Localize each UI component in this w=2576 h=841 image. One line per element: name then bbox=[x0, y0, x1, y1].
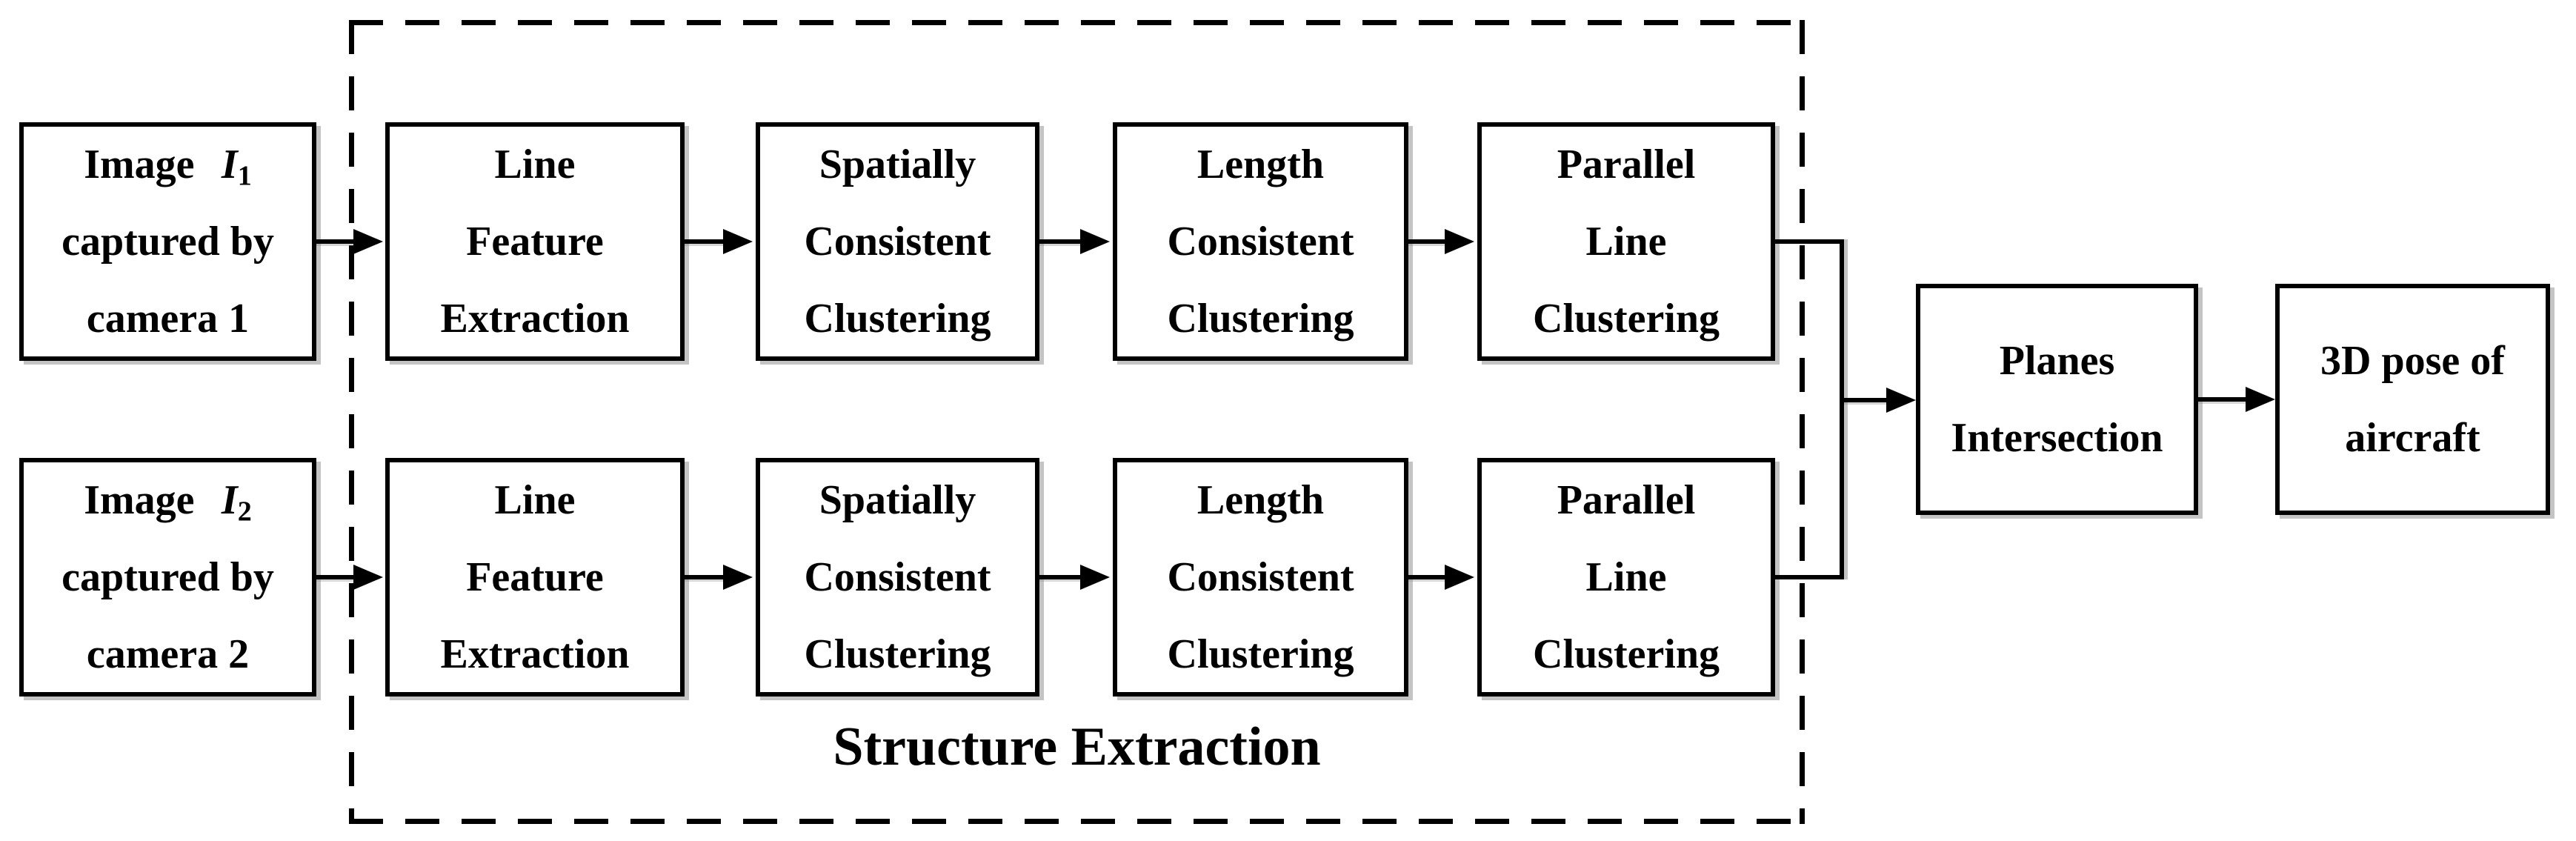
arrow-right-icon bbox=[1039, 565, 1110, 590]
step-line1: Spatially bbox=[819, 477, 976, 523]
structure-extraction-container-top-border bbox=[349, 20, 1805, 25]
step-line3: Clustering bbox=[1167, 631, 1354, 677]
node-line-feature-extraction-2: Line Feature Extraction bbox=[385, 458, 685, 697]
input-line3: camera 2 bbox=[86, 631, 250, 677]
step-line2: Consistent bbox=[804, 554, 991, 600]
node-parallel-line-clustering-2: Parallel Line Clustering bbox=[1477, 458, 1775, 697]
step-line1: Spatially bbox=[819, 142, 976, 187]
step-line2: Feature bbox=[466, 554, 604, 600]
step-line3: Clustering bbox=[1533, 296, 1720, 342]
node-length-consistent-clustering-2: Length Consistent Clustering bbox=[1113, 458, 1408, 697]
arrow-right-icon bbox=[1039, 229, 1110, 254]
structure-extraction-label: Structure Extraction bbox=[833, 717, 1321, 777]
step-line3: Clustering bbox=[804, 631, 991, 677]
image-symbol-subscript: 1 bbox=[237, 160, 252, 192]
image-symbol-subscript: 2 bbox=[237, 496, 252, 528]
step-line1: Parallel bbox=[1557, 142, 1696, 187]
merge-bracket bbox=[1840, 239, 1844, 579]
step-line2: Consistent bbox=[804, 219, 991, 265]
arrow-right-icon bbox=[316, 229, 383, 254]
step-line2: Feature bbox=[466, 219, 604, 265]
structure-extraction-container-bottom-border bbox=[349, 819, 1805, 824]
output-line1: Planes bbox=[1999, 338, 2115, 384]
node-length-consistent-clustering-1: Length Consistent Clustering bbox=[1113, 122, 1408, 361]
arrow-right-icon bbox=[316, 565, 383, 590]
step-line3: Clustering bbox=[1533, 631, 1720, 677]
output-line2: aircraft bbox=[2345, 415, 2480, 461]
step-line1: Line bbox=[494, 477, 576, 523]
image-symbol: I bbox=[221, 142, 238, 187]
step-line2: Line bbox=[1585, 219, 1667, 265]
arrow-right-icon bbox=[685, 565, 753, 590]
step-line2: Line bbox=[1585, 554, 1667, 600]
structure-extraction-container-left-border bbox=[349, 20, 354, 824]
input-line2: captured by bbox=[61, 219, 274, 265]
node-spatially-consistent-clustering-2: Spatially Consistent Clustering bbox=[756, 458, 1039, 697]
step-line3: Clustering bbox=[804, 296, 991, 342]
step-line3: Clustering bbox=[1167, 296, 1354, 342]
node-3d-pose-of-aircraft: 3D pose of aircraft bbox=[2275, 284, 2550, 515]
output-line1: 3D pose of bbox=[2320, 338, 2505, 384]
node-image-camera-1: Image I1 captured by camera 1 bbox=[19, 122, 316, 361]
step-line2: Consistent bbox=[1167, 219, 1354, 265]
step-line2: Consistent bbox=[1167, 554, 1354, 600]
arrow-right-icon bbox=[1408, 565, 1474, 590]
input-line2: captured by bbox=[61, 554, 274, 600]
structure-extraction-container-right-border bbox=[1800, 20, 1805, 824]
node-image-camera-2: Image I2 captured by camera 2 bbox=[19, 458, 316, 697]
arrow-right-icon bbox=[1844, 388, 1916, 413]
node-line-feature-extraction-1: Line Feature Extraction bbox=[385, 122, 685, 361]
step-line3: Extraction bbox=[440, 631, 630, 677]
merge-connector-bottom bbox=[1775, 575, 1844, 579]
input-word: Image bbox=[84, 142, 195, 187]
arrow-right-icon bbox=[1408, 229, 1474, 254]
node-parallel-line-clustering-1: Parallel Line Clustering bbox=[1477, 122, 1775, 361]
input-word: Image bbox=[84, 477, 195, 523]
arrow-right-icon bbox=[685, 229, 753, 254]
merge-connector-top bbox=[1775, 239, 1844, 244]
input-line3: camera 1 bbox=[86, 296, 250, 342]
output-line2: Intersection bbox=[1951, 415, 2163, 461]
step-line1: Length bbox=[1197, 142, 1325, 187]
step-line1: Parallel bbox=[1557, 477, 1696, 523]
node-planes-intersection: Planes Intersection bbox=[1916, 284, 2198, 515]
image-symbol: I bbox=[221, 477, 238, 523]
step-line1: Length bbox=[1197, 477, 1325, 523]
step-line1: Line bbox=[494, 142, 576, 187]
arrow-right-icon bbox=[2198, 387, 2275, 412]
step-line3: Extraction bbox=[440, 296, 630, 342]
node-spatially-consistent-clustering-1: Spatially Consistent Clustering bbox=[756, 122, 1039, 361]
